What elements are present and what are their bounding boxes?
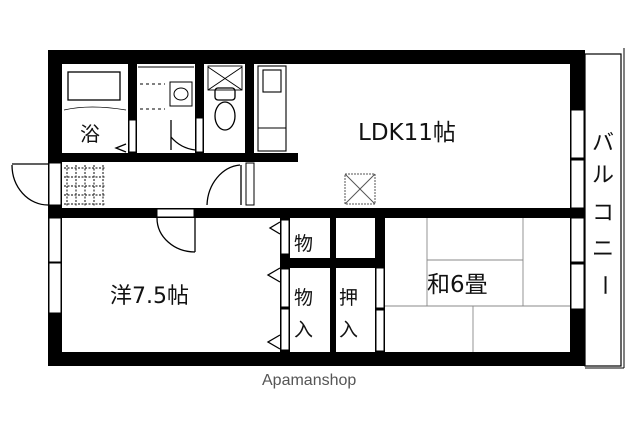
doors	[11, 120, 281, 350]
storage-label-1: 物	[294, 287, 313, 309]
room-label-bath: 浴	[80, 122, 100, 146]
bathtub	[63, 71, 127, 111]
refrigerator	[257, 65, 287, 152]
room-label-japanese: 和6畳	[427, 272, 488, 298]
balcony-char: ル	[592, 163, 614, 188]
closet-label-2: 入	[339, 319, 358, 341]
toilet	[207, 65, 243, 131]
balcony-label: バ ル コ ニ ー	[591, 131, 616, 296]
closet-label-1: 押	[339, 287, 358, 309]
genkan-tiles	[64, 165, 106, 207]
balcony-char: バ	[592, 131, 614, 156]
tatami-lines	[385, 218, 570, 352]
balcony-char: ニ	[592, 237, 614, 262]
watermark: Apamanshop	[262, 372, 356, 389]
washbasin	[138, 66, 194, 110]
balcony-char: ー	[591, 274, 616, 296]
room-label-ldk: LDK11帖	[358, 120, 456, 146]
windows	[48, 109, 585, 352]
room-label-western: 洋7.5帖	[110, 284, 189, 309]
storage-label-small: 物	[294, 233, 313, 255]
walls	[48, 50, 585, 366]
balcony-char: コ	[592, 201, 614, 226]
vent-icon	[344, 173, 376, 205]
storage-label-2: 入	[294, 319, 313, 341]
